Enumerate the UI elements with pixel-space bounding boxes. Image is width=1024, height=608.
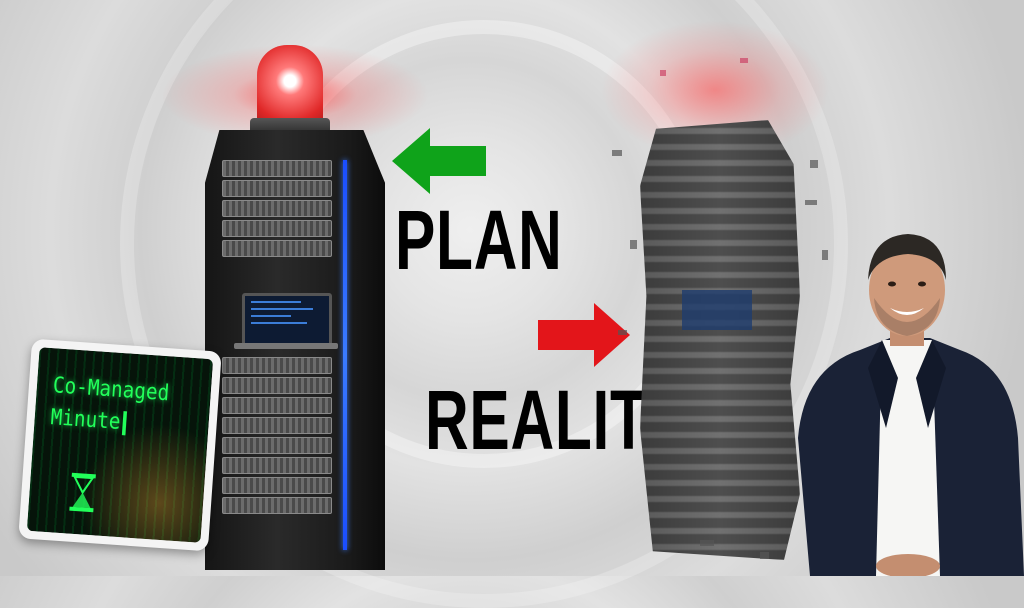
server-tower-accent-light — [343, 160, 347, 550]
drive-bay — [222, 377, 332, 394]
drive-bay — [222, 497, 332, 514]
server-drive-bays-top — [222, 160, 332, 260]
embedded-laptop-screen — [242, 293, 332, 349]
debris-fragment — [740, 58, 748, 63]
red-right-arrow-icon — [538, 303, 630, 367]
hourglass-icon — [69, 472, 96, 513]
presenter-smile — [890, 308, 924, 315]
drive-bay — [222, 397, 332, 414]
drive-bay — [222, 417, 332, 434]
disintegrating-server-tower — [640, 120, 800, 560]
debris-fragment — [760, 552, 769, 559]
drive-bay — [222, 200, 332, 217]
debris-fragment — [630, 240, 637, 249]
thumbnail-scene: PLAN REALITY Co-Managed Minute — [18, 0, 1024, 608]
debris-fragment — [805, 200, 817, 205]
presenter-hands — [876, 554, 940, 576]
text-cursor-icon — [122, 411, 128, 436]
presenter-lapel-left — [868, 340, 898, 428]
presenter-photo — [798, 234, 1024, 576]
drive-bay — [222, 437, 332, 454]
drive-bay — [222, 160, 332, 177]
red-alarm-light-icon — [257, 45, 323, 125]
drive-bay — [222, 180, 332, 197]
debris-fragment — [700, 540, 714, 546]
plan-label: PLAN — [395, 193, 563, 287]
tablet-title: Co-Managed Minute — [50, 370, 195, 444]
debris-fragment — [810, 160, 818, 168]
debris-fragment — [612, 150, 622, 156]
presenter-hair — [868, 234, 946, 280]
embedded-laptop-base — [234, 343, 338, 349]
drive-bay — [222, 240, 332, 257]
debris-fragment — [618, 330, 627, 335]
presenter-face — [869, 244, 945, 336]
tablet-screen: Co-Managed Minute — [26, 347, 214, 543]
drive-bay — [222, 220, 332, 237]
debris-fragment — [822, 250, 828, 260]
presenter-beard — [874, 298, 940, 336]
disintegrating-laptop-screen — [682, 290, 752, 330]
server-drive-bays-bottom — [222, 357, 332, 517]
tablet-device: Co-Managed Minute — [18, 338, 222, 552]
green-left-arrow-icon — [392, 128, 486, 194]
drive-bay — [222, 357, 332, 374]
debris-fragment — [660, 70, 666, 76]
presenter-lapel-right — [916, 340, 946, 428]
drive-bay — [222, 457, 332, 474]
drive-bay — [222, 477, 332, 494]
tablet-title-line2: Minute — [49, 405, 122, 435]
